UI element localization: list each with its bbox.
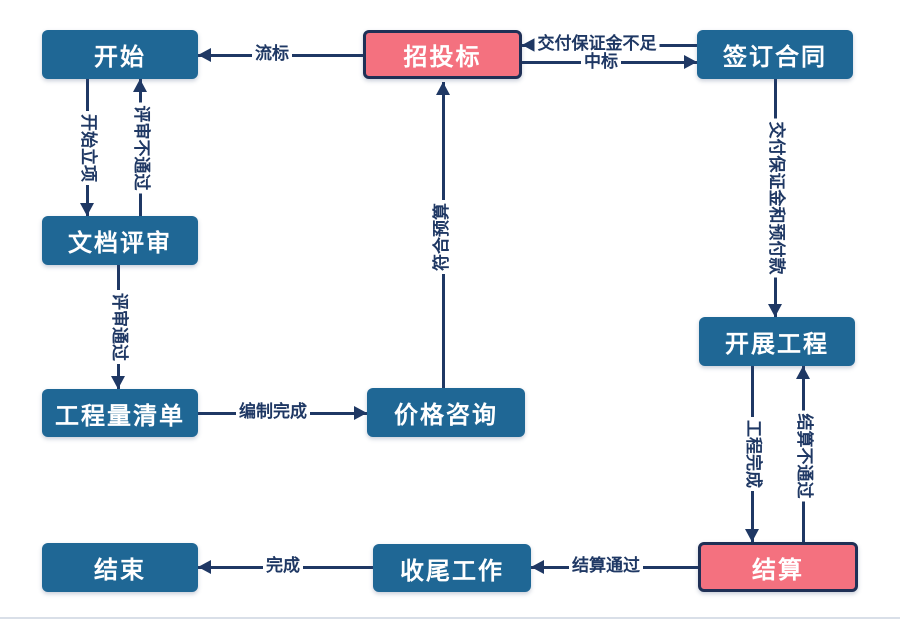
node-settlement: 结算 [698,542,858,592]
node-price-consultation: 价格咨询 [367,388,525,437]
arrowhead-icon [80,203,94,216]
node-carry-out-project: 开展工程 [699,317,855,366]
edge-label-failed-bid: 流标 [252,45,292,65]
arrowhead-icon [768,304,782,317]
node-end: 结束 [42,543,198,592]
arrowhead-icon [133,79,147,92]
arrowhead-icon [745,529,759,542]
edge-label-settlement-failed: 结算不通过 [793,410,814,502]
edge-label-complete: 完成 [263,557,303,577]
arrowhead-icon [198,560,211,574]
node-bidding: 招投标 [363,30,522,79]
node-finishing-work: 收尾工作 [373,544,531,592]
edge-label-project-complete: 工程完成 [742,417,763,491]
edge-label-meets-budget: 符合预算 [432,200,453,274]
canvas-bottom-edge-line [0,617,900,619]
edge-label-deposit-insufficient: 交付保证金不足 [534,35,660,55]
node-bill-of-quantities: 工程量清单 [42,389,198,437]
edge-label-review-passed: 评审通过 [108,290,129,364]
arrowhead-icon [436,82,450,95]
arrowhead-icon [198,48,211,62]
node-sign-contract: 签订合同 [697,30,853,79]
edge-label-pay-deposit-advance: 交付保证金和预付款 [765,118,786,278]
edge-label-review-failed: 评审不通过 [130,102,151,194]
node-start: 开始 [42,30,198,79]
arrowhead-icon [796,366,810,379]
edge-label-settlement-passed: 结算通过 [569,557,643,577]
arrowhead-icon [684,55,697,69]
edge-label-compilation-complete: 编制完成 [236,403,310,423]
arrowhead-icon [531,560,544,574]
arrowhead-icon [111,376,125,389]
edge-label-start-project: 开始立项 [77,111,98,185]
arrowhead-icon [522,38,535,52]
edge-label-win-bid: 中标 [581,53,621,73]
node-document-review: 文档评审 [42,216,198,265]
arrowhead-icon [354,406,367,420]
